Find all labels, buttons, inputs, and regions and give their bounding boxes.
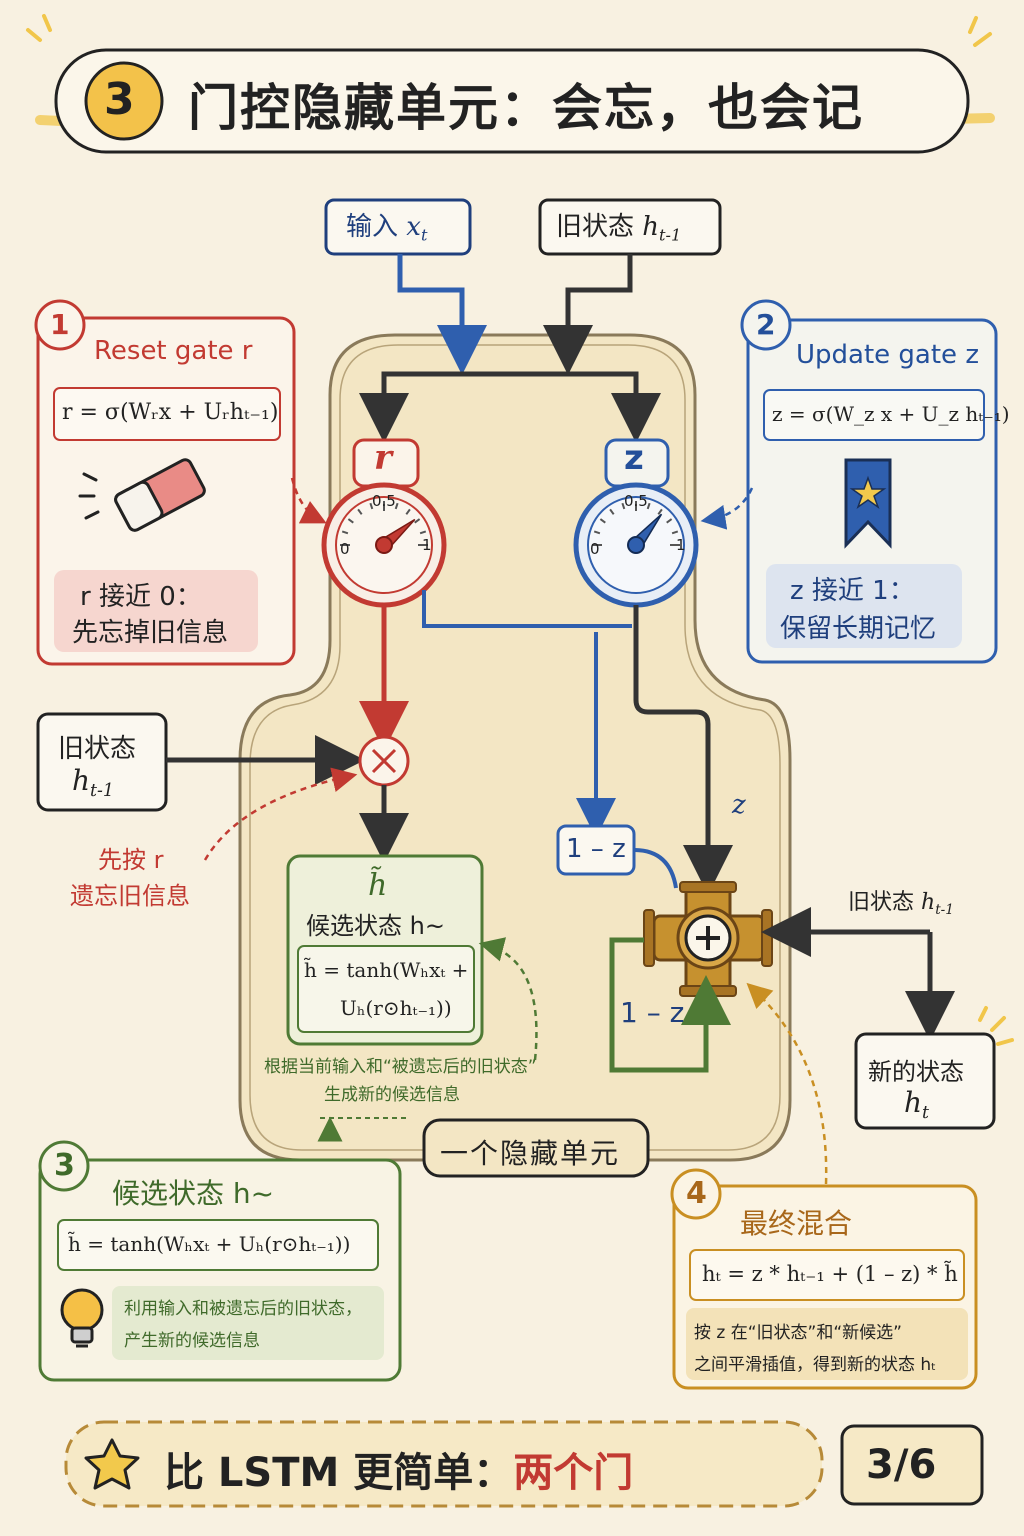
reset-gauge-label: r — [374, 438, 392, 478]
update-gauge-label: z — [624, 438, 644, 478]
candidate-formula-line2: Uₕ(r⊙hₜ₋₁)) — [340, 996, 452, 1020]
candidate-panel-title: 候选状态 h~ — [112, 1177, 275, 1210]
bookmark-star-icon — [844, 458, 892, 549]
candidate-note-line2: 生成新的候选信息 — [324, 1085, 460, 1105]
eraser-icon — [78, 458, 206, 532]
candidate-formula-line1: h̃ = tanh(Wₕxₜ + — [304, 958, 469, 982]
reset-note-line2: 先忘掉旧信息 — [72, 618, 229, 648]
lightbulb-icon — [60, 1288, 104, 1348]
footer-box — [64, 1420, 824, 1508]
update-note-line2: 保留长期记忆 — [780, 614, 937, 644]
candidate-symbol: h̃ — [368, 868, 388, 903]
update-formula: z = σ(W_z x + U_z hₜ₋₁) — [772, 402, 1010, 426]
reset-gauge — [321, 438, 447, 608]
update-panel-number: 2 — [756, 308, 776, 341]
update-gauge-mid: 0.5 — [624, 492, 648, 510]
candidate-note-line1: 根据当前输入和“被遗忘后的旧状态” — [264, 1057, 537, 1077]
new-state-box — [854, 1032, 996, 1130]
star-icon — [84, 1438, 140, 1490]
reset-panel-number: 1 — [50, 308, 70, 341]
title-number: 3 — [104, 74, 135, 125]
new-state-symbol: ht — [904, 1086, 930, 1124]
footer-highlight: 两个门 — [513, 1450, 634, 1496]
candidate-label: 候选状态 h~ — [306, 912, 445, 940]
footer-prefix: 比 LSTM 更简单： — [164, 1450, 514, 1496]
unit-label-box — [422, 1118, 650, 1178]
candidate-panel-number: 3 — [54, 1148, 75, 1183]
candidate-panel-note-line1: 利用输入和被遗忘后的旧状态， — [124, 1299, 362, 1319]
new-state-line1: 新的状态 — [868, 1058, 964, 1086]
one-minus-z-label: 1 – z — [566, 834, 626, 864]
footer-text: 比 LSTM 更简单：两个门 — [164, 1440, 633, 1498]
page-indicator: 3/6 — [866, 1442, 937, 1488]
update-gauge — [573, 438, 699, 608]
update-gauge-max: 1 — [676, 536, 686, 554]
unit-label: 一个隐藏单元 — [440, 1137, 621, 1170]
candidate-panel-formula: h̃ = tanh(Wₕxₜ + Uₕ(r⊙hₜ₋₁)) — [68, 1232, 351, 1256]
reset-gauge-min: 0 — [340, 540, 350, 558]
multiply-note-line1: 先按 r — [98, 846, 164, 874]
mix-note-line2: 之间平滑插值，得到新的状态 hₜ — [694, 1355, 937, 1375]
input-x-label: 输入 xt — [346, 212, 428, 245]
input-h-label: 旧状态 ht-1 — [556, 212, 682, 245]
page-title: 门控隐藏单元：会忘，也会记 — [188, 79, 864, 137]
mixer-junction — [643, 881, 773, 997]
reset-formula: r = σ(Wᵣx + Uᵣhₜ₋₁) — [62, 400, 279, 425]
update-note-line1: z 接近 1： — [790, 576, 915, 606]
right-old-state-label: 旧状态 ht-1 — [848, 890, 954, 918]
mix-panel-title: 最终混合 — [740, 1207, 853, 1240]
loop-label: 1 – z — [620, 996, 685, 1029]
mix-panel-number: 4 — [686, 1176, 707, 1211]
mix-formula: hₜ = z * hₜ₋₁ + (1 – z) * h̃ — [702, 1262, 958, 1286]
z-wire-label: z — [732, 790, 746, 820]
reset-gauge-mid: 0.5 — [372, 492, 396, 510]
update-gauge-min: 0 — [590, 540, 600, 558]
mix-note-line1: 按 z 在“旧状态”和“新候选” — [694, 1323, 902, 1343]
update-panel-title: Update gate z — [796, 340, 979, 370]
reset-gauge-max: 1 — [422, 536, 432, 554]
reset-note-line1: r 接近 0： — [80, 582, 202, 612]
candidate-panel-note-line2: 产生新的候选信息 — [124, 1331, 260, 1351]
left-old-state-line1: 旧状态 — [58, 734, 137, 764]
left-old-state-symbol: ht-1 — [72, 764, 114, 802]
title-banner — [26, 14, 995, 154]
reset-panel-title: Reset gate r — [94, 336, 253, 366]
page-box — [840, 1424, 984, 1506]
multiply-note-line2: 遗忘旧信息 — [70, 882, 190, 910]
